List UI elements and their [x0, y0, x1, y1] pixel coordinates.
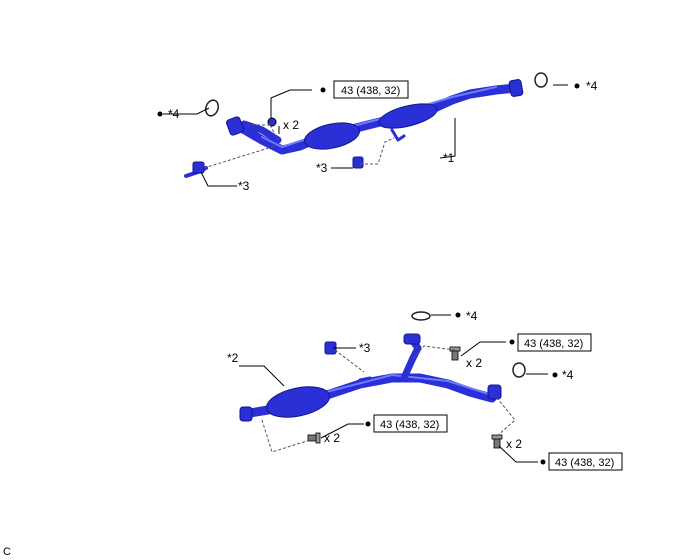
cushion-icon [352, 156, 364, 169]
torque-box [373, 414, 448, 433]
gasket-icon [534, 72, 548, 88]
gasket-icon [512, 362, 526, 378]
catalytic-converter [303, 122, 361, 150]
callout-part3: *3 [238, 179, 250, 193]
callout-part4: *4 [586, 79, 598, 93]
torque-value: 43 (438, 32) [380, 419, 439, 431]
torque-value: 43 (438, 32) [524, 338, 583, 350]
gasket-icon [411, 311, 431, 321]
callout-part4: *4 [168, 107, 180, 121]
bolt-icon [449, 346, 461, 361]
callout-part4: *4 [562, 368, 574, 382]
corner-mark: C [3, 546, 11, 558]
bolt-icon [307, 432, 321, 444]
callout-part1: *1 [443, 151, 455, 165]
torque-box [548, 452, 623, 471]
torque-box [517, 333, 592, 352]
catalytic-converter-2 [266, 386, 330, 418]
torque-value: 43 (438, 32) [555, 457, 614, 469]
center-muffler [378, 103, 438, 129]
callout-part2: *2 [227, 351, 239, 365]
callout-part3: *3 [316, 161, 328, 175]
front-exhaust-pipe [233, 83, 521, 155]
callout-part4: *4 [466, 309, 478, 323]
front-exhaust-pipe-assembly [184, 79, 524, 178]
quantity-label: x 2 [283, 118, 299, 132]
front-flange [226, 116, 244, 136]
quantity-label: x 2 [466, 356, 482, 370]
nut-icon [267, 117, 277, 127]
exhaust-pipe-assembly-2 [239, 333, 502, 422]
bolt-icon [491, 434, 503, 449]
torque-box [333, 80, 409, 99]
callout-part3: *3 [359, 341, 371, 355]
rear-flange-2 [487, 384, 502, 400]
gasket-icon [204, 99, 220, 117]
rear-flange [508, 79, 524, 97]
quantity-label: x 2 [324, 431, 340, 445]
quantity-label: x 2 [506, 437, 522, 451]
torque-value: 43 (438, 32) [341, 85, 400, 97]
front-flange-2 [239, 406, 253, 422]
